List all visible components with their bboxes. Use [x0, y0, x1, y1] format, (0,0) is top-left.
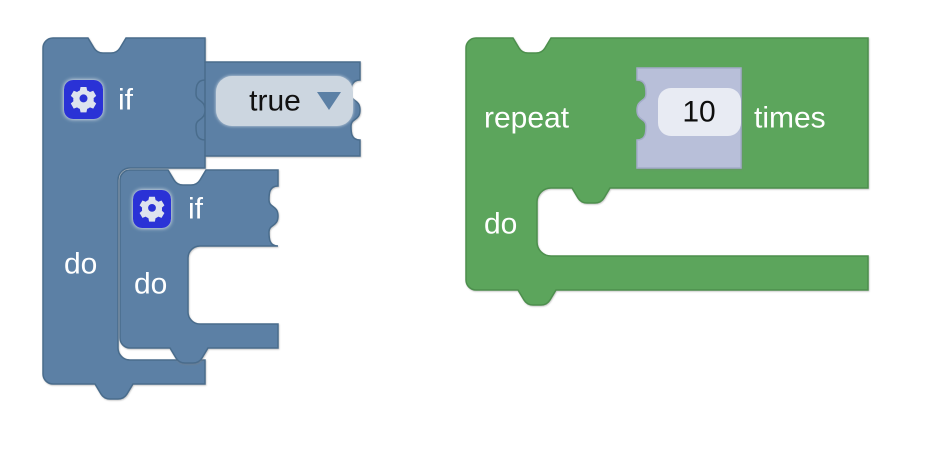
block-math-number-10[interactable]: 10: [636, 67, 742, 169]
dropdown-field-background[interactable]: [216, 76, 353, 126]
block-logic-boolean-true[interactable]: true: [216, 76, 353, 126]
outer-if-socket-notch: [195, 62, 206, 156]
number-field-background[interactable]: [658, 88, 741, 136]
block-outer-if-body[interactable]: [42, 37, 361, 400]
chevron-down-icon[interactable]: [317, 92, 341, 110]
gear-icon[interactable]: [133, 190, 171, 228]
block-repeat-body[interactable]: [465, 37, 869, 306]
gear-icon-glyph: [139, 196, 165, 222]
gear-icon[interactable]: [64, 80, 103, 119]
outer-if-value-socket[interactable]: [195, 62, 206, 156]
number-field-value[interactable]: 10: [682, 96, 715, 129]
gear-icon-glyph: [70, 86, 97, 113]
block-controls-if-inner[interactable]: if do: [119, 169, 279, 364]
dropdown-field-value[interactable]: true: [249, 85, 301, 118]
logic-boolean-dropdown-field[interactable]: [216, 76, 353, 126]
